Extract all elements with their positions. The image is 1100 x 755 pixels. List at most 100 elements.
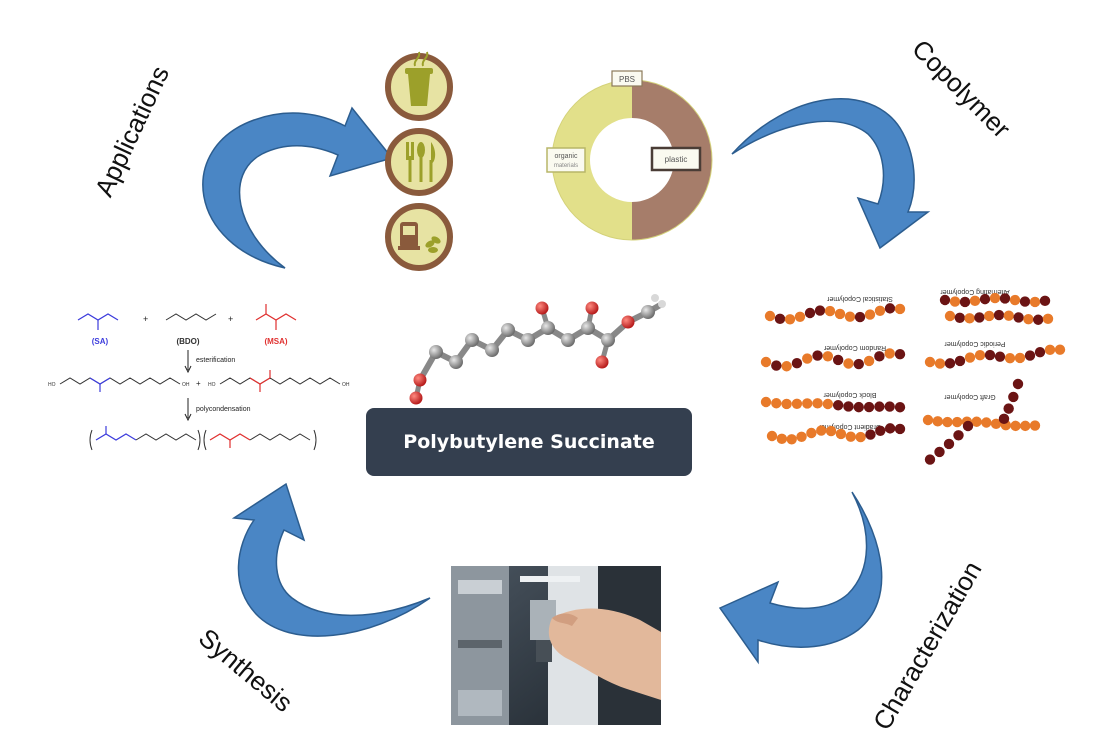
oxygen-atom	[585, 301, 599, 315]
bead	[832, 354, 844, 366]
bead	[953, 430, 964, 441]
bead	[760, 356, 772, 368]
bead	[771, 398, 782, 409]
arrow-synthesis	[231, 482, 431, 637]
svg-text:(BDO): (BDO)	[176, 337, 199, 346]
label-statistical: Statistical Copolymer	[826, 295, 892, 302]
bead	[781, 361, 792, 372]
label-random: Random Copolymer	[823, 344, 886, 351]
bead	[989, 292, 1001, 304]
bead	[853, 401, 864, 413]
pbs-molecule	[409, 294, 666, 405]
svg-text:organic: organic	[555, 153, 578, 160]
bead	[824, 305, 836, 317]
bead	[806, 427, 817, 439]
hydrogen-atom	[658, 300, 666, 308]
bead	[771, 360, 782, 371]
bead	[760, 396, 772, 408]
copolymer-panel: Statistical Copolymer Alternating Copoly…	[760, 288, 1066, 465]
bead	[863, 355, 875, 367]
svg-text:OH: OH	[182, 382, 190, 388]
bead	[834, 308, 846, 320]
bead	[781, 398, 792, 410]
carbon-atom	[429, 345, 443, 359]
step-polycondensation: polycondensation	[196, 406, 251, 413]
bead	[1054, 344, 1066, 355]
oxygen-atom	[535, 301, 549, 315]
bead	[1029, 420, 1041, 431]
bead	[1003, 403, 1014, 414]
donut-tag-organic: organic materials	[546, 147, 586, 173]
plus-2: +	[228, 314, 233, 324]
bead	[974, 350, 986, 361]
bead	[932, 416, 943, 427]
bead	[884, 303, 896, 314]
bead	[962, 420, 974, 432]
bead	[766, 430, 778, 442]
svg-text:HO: HO	[48, 382, 56, 388]
bead	[1003, 310, 1014, 321]
bead	[894, 303, 906, 315]
bead	[1024, 350, 1036, 361]
bead	[791, 358, 803, 369]
bead	[990, 418, 1002, 430]
bead	[934, 446, 945, 458]
bead	[802, 398, 813, 409]
carbon-atom	[641, 305, 655, 319]
hydrogen-atom	[651, 294, 659, 302]
bead	[981, 417, 992, 428]
bead	[1044, 344, 1056, 356]
label-block: Block Copolymer	[823, 391, 877, 398]
bead	[974, 312, 985, 323]
carbon-atom	[521, 333, 535, 347]
bead	[954, 312, 965, 323]
bead	[922, 414, 934, 426]
bead	[1033, 314, 1044, 325]
bead	[1014, 352, 1026, 364]
bead	[924, 454, 936, 465]
carbon-atom	[581, 321, 595, 335]
bead	[796, 431, 807, 442]
bead	[954, 355, 966, 367]
bead	[1009, 294, 1021, 306]
bead	[802, 353, 813, 364]
bead	[884, 423, 896, 434]
bead	[865, 429, 876, 440]
label-graft: Graft Copolymer	[944, 393, 996, 400]
bead	[944, 358, 956, 369]
bead	[855, 431, 866, 443]
bead	[786, 434, 797, 445]
bead	[835, 428, 847, 440]
label-copolymer: Copolymer	[906, 34, 1016, 144]
svg-text:OH: OH	[342, 382, 350, 388]
oxygen-atom	[595, 355, 609, 369]
arrow-characterization	[718, 491, 883, 665]
label-applications: Applications	[89, 61, 175, 201]
arrow-copolymer	[731, 98, 931, 250]
label-gradient: Gradient Copolymer	[818, 423, 881, 430]
bead	[943, 438, 955, 450]
bead	[993, 309, 1005, 321]
bead	[854, 311, 866, 323]
donut-tag-plastic: plastic	[650, 146, 702, 172]
bead	[784, 314, 796, 325]
bead	[853, 358, 864, 370]
bead	[884, 401, 895, 412]
bead	[1013, 312, 1024, 323]
svg-text:(MSA): (MSA)	[264, 337, 287, 346]
bead	[959, 296, 971, 308]
bead	[971, 416, 982, 427]
bead	[894, 402, 906, 413]
bead	[822, 398, 834, 410]
bead	[874, 351, 885, 362]
bead	[1010, 420, 1021, 432]
bead	[874, 305, 886, 316]
bead	[845, 431, 856, 442]
label-synthesis: Synthesis	[193, 622, 299, 717]
carbon-atom	[449, 355, 463, 369]
plus-3: +	[196, 379, 201, 388]
bead	[944, 310, 956, 322]
label-alternating: Alternating Copolymer	[940, 288, 1010, 295]
